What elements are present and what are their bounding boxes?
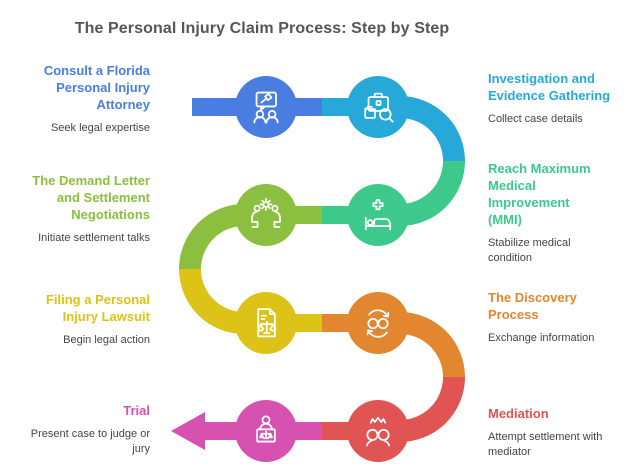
step-node-mmi [347, 184, 409, 246]
step-subtitle: Begin legal action [63, 334, 150, 346]
step-subtitle: Exchange information [488, 332, 595, 344]
step-label-investigation: Investigation and Evidence Gathering Col… [488, 70, 614, 127]
flow-end-arrowhead [171, 412, 205, 450]
step-subtitle: Present case to judge or jury [30, 428, 150, 455]
step-heading: The Demand Letter and Settlement Negotia… [32, 173, 150, 222]
step-heading: Investigation and Evidence Gathering [488, 71, 611, 103]
step-label-mediation: Mediation Attempt settlement with mediat… [488, 405, 614, 460]
step-heading: Mediation [488, 406, 549, 421]
trial-judge-icon [256, 415, 276, 443]
step-heading: Reach Maximum Medical Improvement (MMI) [488, 161, 591, 227]
step-heading: Filing a Personal Injury Lawsuit [45, 292, 150, 324]
lawsuit-document-icon [257, 308, 277, 338]
page-title: The Personal Injury Claim Process: Step … [74, 20, 450, 37]
step-label-discovery: The Discovery Process Exchange informati… [488, 289, 614, 346]
step-subtitle: Attempt settlement with mediator [488, 431, 603, 458]
step-node-trial [235, 400, 297, 462]
consultation-icon [253, 91, 279, 124]
step-label-consult: Consult a Florida Personal Injury Attorn… [10, 62, 150, 136]
discovery-exchange-icon [366, 309, 390, 338]
step-subtitle: Initiate settlement talks [38, 232, 150, 244]
mediation-icon [366, 417, 390, 447]
negotiation-icon [251, 198, 281, 228]
step-node-consult [235, 76, 297, 138]
step-label-filing: Filing a Personal Injury Lawsuit Begin l… [10, 291, 150, 348]
step-heading: Consult a Florida Personal Injury Attorn… [43, 63, 150, 112]
step-subtitle: Collect case details [488, 113, 583, 125]
step-label-mmi: Reach Maximum Medical Improvement (MMI) … [488, 160, 614, 266]
step-heading: The Discovery Process [488, 290, 577, 322]
medical-bed-icon [364, 199, 392, 231]
step-node-investigation [347, 76, 409, 138]
step-label-trial: Trial Present case to judge or jury [10, 402, 150, 457]
step-subtitle: Seek legal expertise [50, 122, 150, 134]
step-label-demand: The Demand Letter and Settlement Negotia… [10, 172, 150, 246]
step-heading: Trial [123, 403, 150, 418]
step-node-discovery [347, 292, 409, 354]
step-subtitle: Stabilize medical condition [488, 237, 571, 264]
step-node-filing [235, 292, 297, 354]
investigation-icon [364, 92, 394, 123]
step-node-demand [235, 184, 297, 246]
step-node-mediation [347, 400, 409, 462]
